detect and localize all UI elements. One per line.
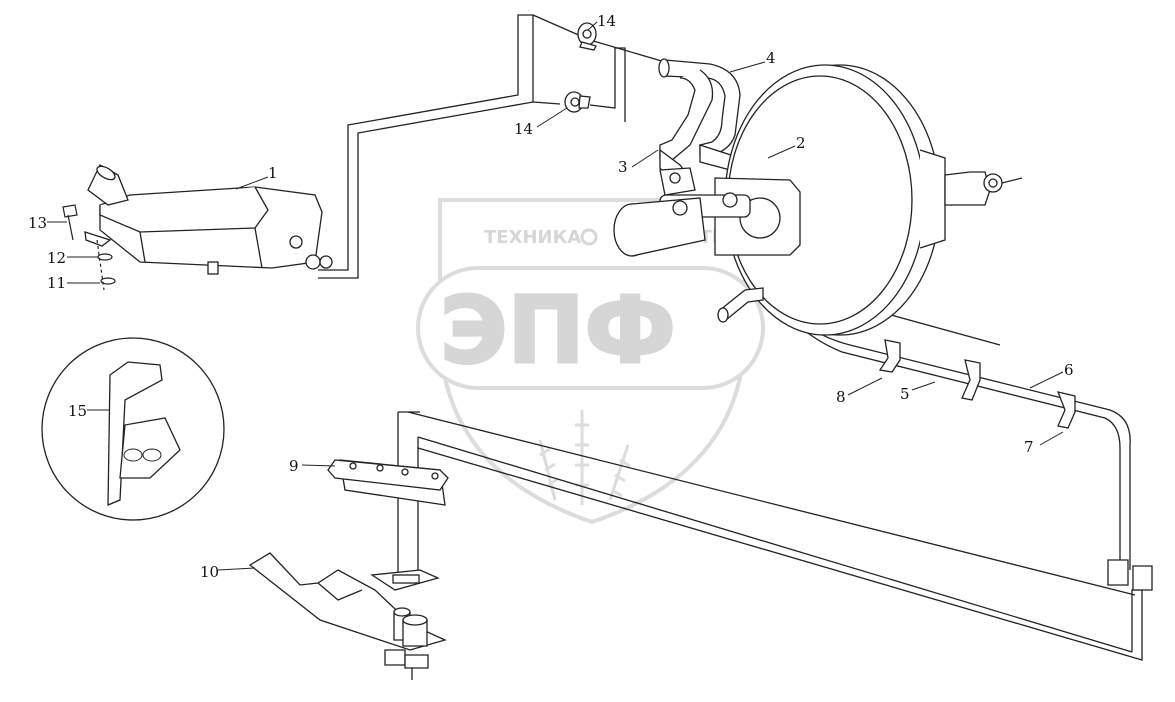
pedal-pad — [327, 459, 449, 506]
watermark-shield — [438, 198, 747, 525]
bolt-washers — [62, 204, 116, 291]
brake-booster — [724, 64, 1023, 336]
callout-12: 12 — [47, 249, 66, 267]
callout-10: 10 — [200, 563, 219, 581]
leader-lines — [47, 21, 1064, 571]
callout-14-top: 14 — [597, 12, 616, 30]
return-hose — [717, 287, 764, 323]
clip-detail-view — [41, 337, 225, 521]
watermark-logo: ЭПФ — [440, 277, 676, 384]
master-cylinder — [613, 167, 801, 257]
callout-5: 5 — [900, 385, 910, 403]
washer-icon — [100, 277, 116, 285]
callouts: 1 2 3 4 5 6 7 8 9 10 11 12 13 14 14 15 — [28, 12, 1074, 581]
line-clips — [878, 339, 1153, 591]
pedal-bracket — [248, 552, 447, 680]
wheat-icon — [538, 410, 631, 505]
brake-fluid-reservoir — [84, 164, 333, 275]
callout-8: 8 — [836, 388, 846, 406]
bolt-icon — [62, 204, 78, 241]
callout-6: 6 — [1064, 361, 1074, 379]
watermark-banner — [416, 266, 765, 390]
callout-11: 11 — [47, 274, 66, 292]
callout-4: 4 — [766, 49, 776, 67]
callout-2: 2 — [796, 134, 806, 152]
watermark-text-left: ТЕХНИКА — [484, 227, 581, 248]
hose-clamps — [564, 22, 597, 113]
callout-13: 13 — [28, 214, 47, 232]
gear-icon — [580, 228, 598, 246]
watermark: ТЕХНИКА ЗАПЧАСТИ ЭПФ — [416, 198, 765, 525]
callout-14-mid: 14 — [514, 120, 533, 138]
callout-3: 3 — [618, 158, 628, 176]
callout-1: 1 — [268, 164, 278, 182]
callout-7: 7 — [1024, 438, 1034, 456]
callout-9: 9 — [289, 457, 299, 475]
callout-15: 15 — [68, 402, 87, 420]
